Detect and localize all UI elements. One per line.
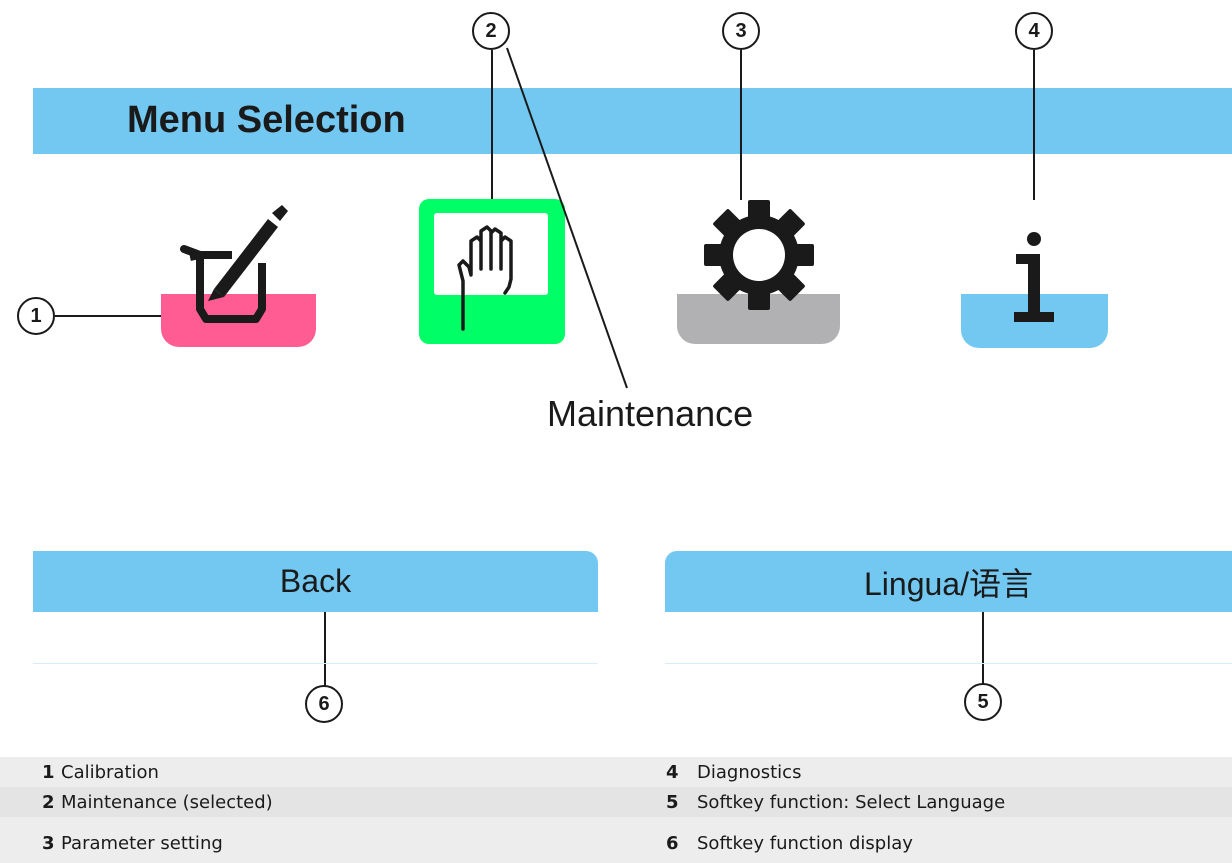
page-title: Menu Selection bbox=[127, 99, 406, 141]
callout-3-leader bbox=[740, 50, 742, 200]
callout-4: 4 bbox=[1015, 12, 1053, 50]
beaker-pen-icon bbox=[180, 205, 288, 323]
menu-header-bar bbox=[33, 88, 1232, 154]
divider bbox=[665, 663, 1232, 664]
info-icon bbox=[1014, 232, 1054, 322]
legend-text: Softkey function display bbox=[697, 833, 913, 854]
legend-number: 2 bbox=[42, 792, 55, 813]
gear-icon bbox=[704, 200, 814, 310]
softkey-language[interactable]: Lingua/语言 bbox=[665, 551, 1232, 612]
callout-2-leader bbox=[491, 50, 493, 199]
callout-5: 5 bbox=[964, 683, 1002, 721]
callout-1: 1 bbox=[17, 297, 55, 335]
callout-5-leader bbox=[982, 612, 984, 684]
legend-text: Parameter setting bbox=[61, 833, 223, 854]
legend-text: Calibration bbox=[61, 762, 159, 783]
softkey-back[interactable]: Back bbox=[33, 551, 598, 612]
legend-number: 3 bbox=[42, 833, 55, 854]
legend-number: 1 bbox=[42, 762, 55, 783]
legend-text: Diagnostics bbox=[697, 762, 802, 783]
legend-row: 1 Calibration 4 Diagnostics bbox=[0, 757, 1232, 787]
legend-row: 3 Parameter setting 6 Softkey function d… bbox=[0, 817, 1232, 863]
legend-text: Softkey function: Select Language bbox=[697, 792, 1006, 813]
selected-menu-label: Maintenance bbox=[547, 393, 754, 434]
callout-1-leader bbox=[55, 315, 161, 317]
callout-6: 6 bbox=[305, 685, 343, 723]
callout-2: 2 bbox=[472, 12, 510, 50]
callout-6-leader bbox=[324, 612, 326, 686]
legend-text: Maintenance (selected) bbox=[61, 792, 273, 813]
legend-row: 2 Maintenance (selected) 5 Softkey funct… bbox=[0, 787, 1232, 817]
menu-item-maintenance[interactable] bbox=[419, 199, 565, 344]
legend-number: 6 bbox=[666, 833, 679, 854]
callout-4-leader bbox=[1033, 50, 1035, 200]
callout-3: 3 bbox=[722, 12, 760, 50]
divider bbox=[33, 663, 598, 664]
legend-number: 4 bbox=[666, 762, 679, 783]
legend-number: 5 bbox=[666, 792, 679, 813]
hand-icon bbox=[457, 225, 513, 331]
